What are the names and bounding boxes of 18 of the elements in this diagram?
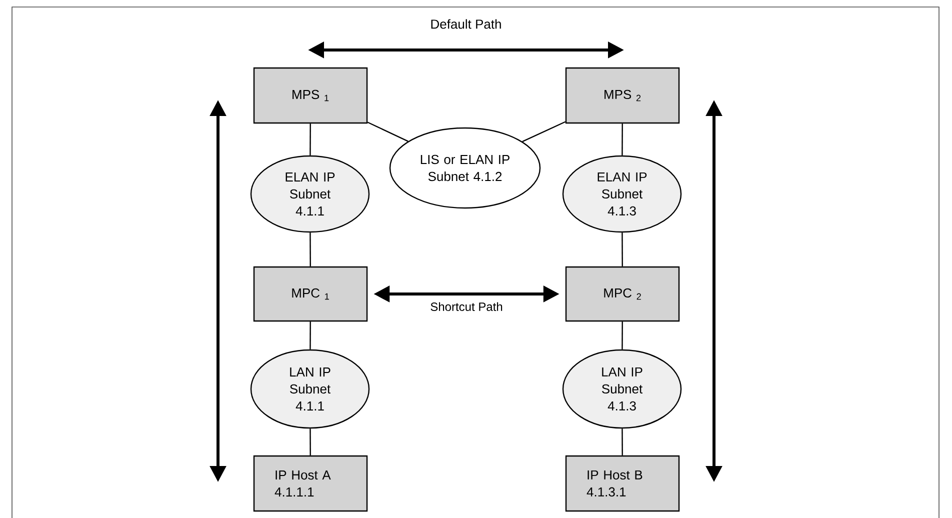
connector-line <box>622 428 623 456</box>
connector-line <box>367 122 408 142</box>
connector-line <box>310 322 311 350</box>
path-label: Default Path <box>431 19 501 29</box>
device-box: MPS $_{1}$ <box>253 67 368 124</box>
connector-line <box>310 124 311 156</box>
device-box: MPC $_{2}$ <box>565 266 680 322</box>
device-box: MPS $_{2}$ <box>565 67 680 124</box>
connector-line <box>622 124 623 156</box>
connector-line <box>622 322 623 350</box>
connector-line <box>310 428 311 456</box>
device-box: MPC $_{1}$ <box>253 266 368 322</box>
device-box: IP Host A 4.1.1.1 <box>253 455 368 512</box>
edge-label: Shortcut Path <box>429 301 504 312</box>
connector-line <box>310 232 311 266</box>
device-box: IP Host B 4.1.3.1 <box>565 455 680 512</box>
connector-line <box>622 232 623 266</box>
connector-line <box>522 121 566 142</box>
